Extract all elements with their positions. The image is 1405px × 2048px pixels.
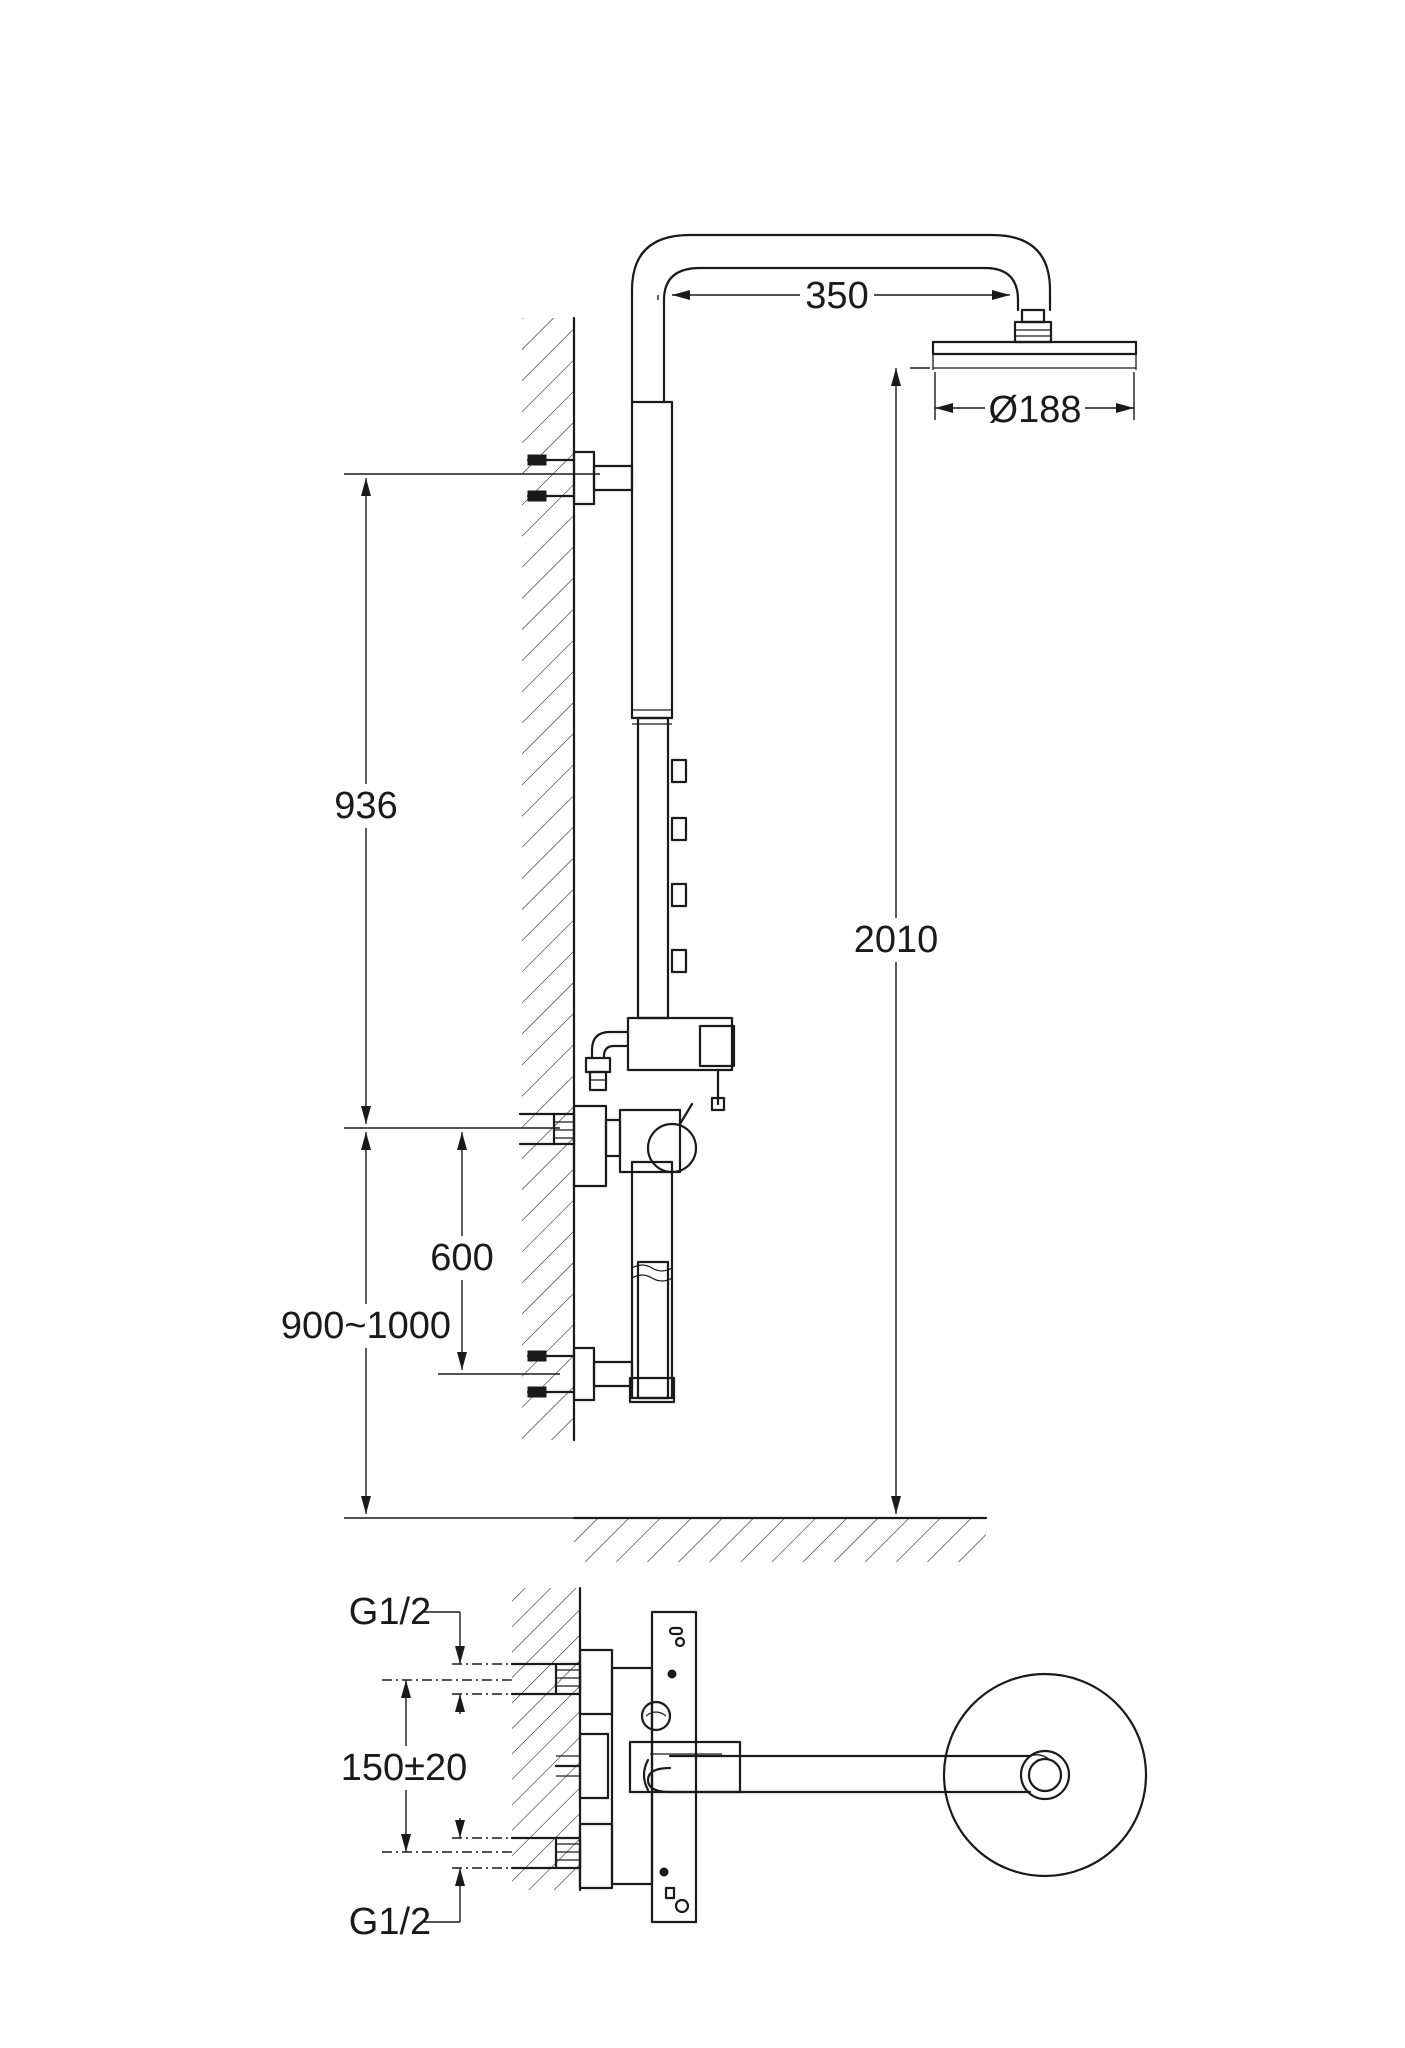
dimension-head-diameter: Ø188	[934, 372, 1135, 431]
shower-column	[628, 400, 688, 1404]
dimension-arm-reach: 350	[672, 275, 1010, 317]
label-mixer-to-lower-bracket: 600	[430, 1237, 493, 1279]
dimension-upper-bracket-to-mixer: 936	[330, 478, 402, 1124]
top-shower-arm	[642, 1754, 1032, 1794]
label-arm-reach: 350	[805, 275, 868, 317]
top-mixer-body	[610, 1610, 742, 1924]
upper-wall-bracket	[526, 450, 634, 506]
label-inlet-spacing: 150±20	[341, 1747, 468, 1789]
label-total-height: 2010	[854, 919, 939, 961]
top-shower-head	[942, 1672, 1148, 1878]
label-thread-top: G1/2	[349, 1591, 431, 1633]
label-thread-bottom: G1/2	[349, 1901, 431, 1943]
thermostatic-mixer	[518, 1102, 698, 1188]
top-dimension-labels: G1/2 150±20 G1/2	[341, 1591, 468, 1943]
label-mixer-height: 900~1000	[281, 1305, 451, 1347]
shower-arm	[630, 233, 1053, 404]
top-view: G1/2 150±20 G1/2	[341, 1586, 1148, 1943]
lower-wall-bracket	[526, 1346, 634, 1402]
dimension-mixer-height: 900~1000	[281, 1132, 451, 1514]
label-upper-bracket-to-mixer: 936	[334, 785, 397, 827]
side-view: 350 Ø188 2010 936	[281, 233, 1138, 1562]
top-inlet-fittings	[510, 1648, 614, 1890]
diverter-assembly	[584, 1016, 736, 1112]
shower-head	[931, 340, 1138, 370]
wall-hatch	[522, 316, 576, 1442]
top-wall-hatch	[512, 1586, 582, 1892]
extension-lines	[344, 295, 930, 1519]
floor-hatch	[572, 1516, 988, 1562]
dimension-total-height: 2010	[854, 368, 939, 1514]
dimension-mixer-to-lower-bracket: 600	[428, 1132, 496, 1370]
label-head-diameter: Ø188	[989, 389, 1082, 431]
